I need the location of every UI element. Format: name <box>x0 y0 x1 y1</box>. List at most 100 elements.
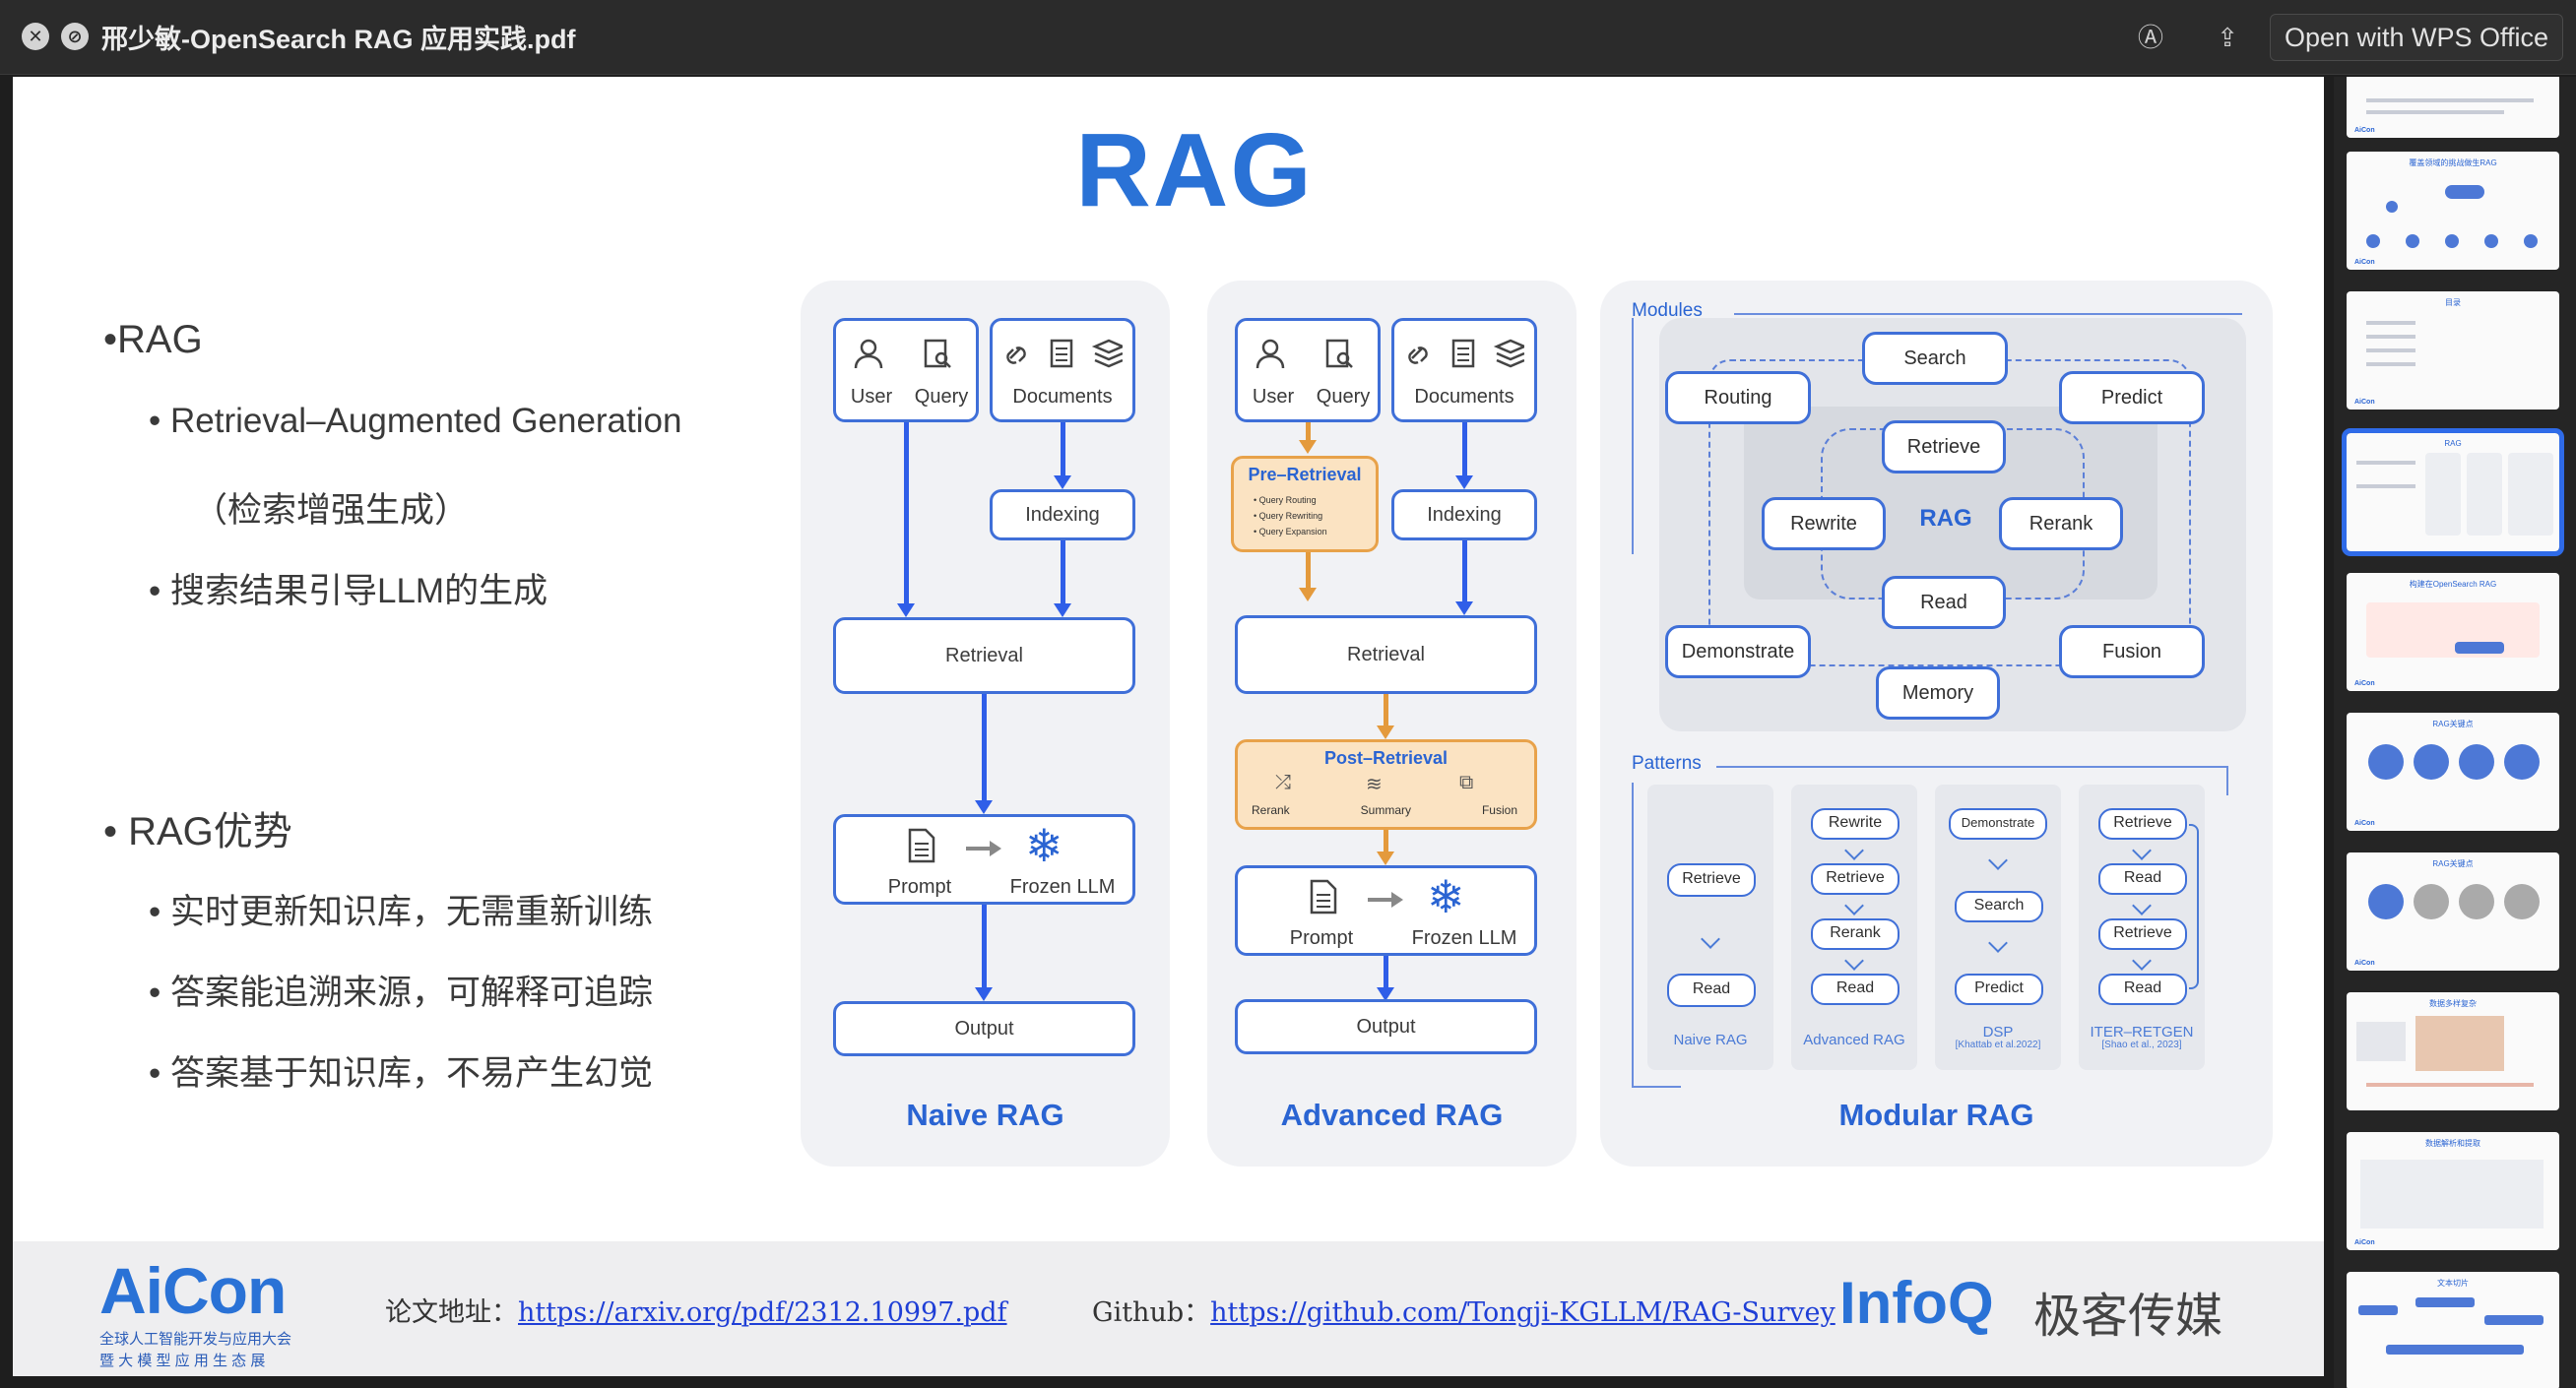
post-retrieval-label: Post–Retrieval <box>1323 748 1449 768</box>
thumbnail-page-5[interactable]: 构建在OpenSearch RAG AiCon <box>2347 573 2559 691</box>
document-title: 邢少敏-OpenSearch RAG 应用实践.pdf <box>101 25 576 54</box>
aicon-sub1: 全球人工智能开发与应用大会 <box>99 1331 292 1348</box>
query-icon <box>1325 339 1353 368</box>
advanced-rag-panel: User Query Documents Pre–Retrieval • Que… <box>1207 281 1577 1167</box>
pre-item-routing: • Query Routing <box>1254 495 1317 505</box>
pattern-iter-caption: ITER–RETGEN <box>2090 1024 2194 1041</box>
frozen-llm-label: Frozen LLM <box>1009 876 1116 898</box>
naive-documents-box: Documents <box>990 318 1135 422</box>
thumbnail-page-2[interactable]: 覆盖领域的挑战做生RAG AiCon <box>2347 152 2559 270</box>
thumbnail-page-10[interactable]: 文本切片 <box>2347 1272 2559 1388</box>
advanced-user-query-box: User Query <box>1235 318 1381 422</box>
naive-user-query-box: User Query <box>833 318 979 422</box>
iter-loop-arrow <box>2189 824 2199 989</box>
naive-rag-panel: User Query Documents Indexing Retrieval … <box>801 281 1170 1167</box>
module-read: Read <box>1882 576 2006 629</box>
advanced-output-box: Output <box>1235 999 1537 1054</box>
pattern-naive-caption: Naive RAG <box>1673 1032 1748 1048</box>
query-label: Query <box>1316 386 1371 408</box>
thumbnail-page-8[interactable]: 数据多样复杂 <box>2347 992 2559 1110</box>
pattern-iter-retrieve-2: Retrieve <box>2098 918 2187 950</box>
pattern-adv-read: Read <box>1811 974 1900 1005</box>
github-link[interactable]: https://github.com/Tongji-KGLLM/RAG-Surv… <box>1210 1297 1835 1328</box>
advanced-documents-box: Documents <box>1391 318 1537 422</box>
module-memory: Memory <box>1876 666 2000 720</box>
pattern-adv-rerank: Rerank <box>1811 918 1900 950</box>
frozen-llm-label: Frozen LLM <box>1411 927 1517 949</box>
pattern-iter-retrieve-1: Retrieve <box>2098 808 2187 840</box>
advanced-rag-title: Advanced RAG <box>1280 1098 1504 1132</box>
close-window-icon[interactable]: ✕ <box>22 23 49 50</box>
prompt-label: Prompt <box>887 876 952 898</box>
rerank-shuffle-icon: ⤮ <box>1275 772 1291 793</box>
pattern-dsp-citation: [Khattab et al.2022] <box>1955 1040 2041 1050</box>
post-item-fusion: Fusion <box>1481 803 1517 817</box>
pattern-iter-retgen: Retrieve Read Retrieve Read ITER–RETGEN … <box>2079 785 2205 1070</box>
aicon-sub2: 暨 大 模 型 应 用 生 态 展 <box>99 1353 266 1369</box>
modular-rag-title: Modular RAG <box>1838 1098 2034 1132</box>
bullet-rag-chinese: （检索增强生成） <box>193 491 470 530</box>
pre-retrieval-box: Pre–Retrieval • Query Routing • Query Re… <box>1231 456 1379 552</box>
user-label: User <box>850 386 893 408</box>
documents-label: Documents <box>1414 386 1514 408</box>
slide-title: RAG <box>1075 112 1314 228</box>
modules-label: Modules <box>1632 300 1703 321</box>
bullet-search-guides: • 搜索结果引导LLM的生成 <box>149 572 548 610</box>
advanced-prompt-llm-box: ❄ Prompt Frozen LLM <box>1235 865 1537 956</box>
pattern-dsp-caption: DSP <box>1982 1024 2014 1041</box>
paper-link[interactable]: https://arxiv.org/pdf/2312.10997.pdf <box>518 1297 1007 1328</box>
aicon-logo: AiCon <box>99 1254 287 1327</box>
hide-window-icon[interactable]: ⊘ <box>61 23 89 50</box>
markup-pen-icon[interactable]: Ⓐ <box>2137 23 2163 52</box>
module-rewrite: Rewrite <box>1762 497 1886 550</box>
module-routing: Routing <box>1665 371 1811 424</box>
post-item-summary: Summary <box>1360 803 1411 817</box>
user-icon <box>1256 339 1285 369</box>
naive-retrieval-box: Retrieval <box>833 617 1135 694</box>
thumbnail-page-3[interactable]: 目录 AiCon <box>2347 291 2559 410</box>
thumbnail-page-7[interactable]: RAG关键点 AiCon <box>2347 852 2559 971</box>
advanced-indexing-box: Indexing <box>1391 489 1537 540</box>
frozen-snowflake-icon: ❄ <box>1427 871 1465 922</box>
module-demonstrate: Demonstrate <box>1665 625 1811 678</box>
page-thumbnail-sidebar[interactable]: AiCon 覆盖领域的挑战做生RAG AiCon 目录 AiCon RAG 构建… <box>2334 77 2576 1388</box>
thumbnail-page-9[interactable]: 数据解析和提取 AiCon <box>2347 1132 2559 1250</box>
github-label: Github： <box>1092 1297 1211 1328</box>
pattern-advanced-caption: Advanced RAG <box>1803 1032 1905 1048</box>
pre-item-expansion: • Query Expansion <box>1254 527 1327 536</box>
module-retrieve: Retrieve <box>1882 420 2006 473</box>
thumbnail-page-4-selected[interactable]: RAG <box>2342 428 2564 556</box>
open-with-wps-button[interactable]: Open with WPS Office <box>2270 14 2563 61</box>
paper-label: 论文地址： <box>385 1297 518 1328</box>
slide-footer: AiCon 全球人工智能开发与应用大会 暨 大 模 型 应 用 生 态 展 论文… <box>13 1241 2324 1376</box>
user-icon <box>854 339 883 369</box>
bullet-advantage-1: • 实时更新知识库，无需重新训练 <box>149 893 653 931</box>
pattern-dsp-predict: Predict <box>1955 974 2043 1005</box>
post-item-rerank: Rerank <box>1252 803 1290 817</box>
advanced-retrieval-box: Retrieval <box>1235 615 1537 694</box>
module-predict: Predict <box>2059 371 2205 424</box>
pattern-iter-read-2: Read <box>2098 974 2187 1005</box>
geek-media-logo: 极客传媒 <box>2033 1291 2223 1343</box>
thumbnail-page-6[interactable]: RAG关键点 AiCon <box>2347 713 2559 831</box>
fusion-stack-icon: ⧉ <box>1459 772 1474 793</box>
naive-prompt-llm-box: ❄ Prompt Frozen LLM <box>833 814 1135 905</box>
pattern-iter-citation: [Shao et al., 2023] <box>2101 1040 2182 1050</box>
thumbnail-page-1[interactable]: AiCon <box>2347 77 2559 138</box>
prompt-to-llm-arrow <box>1368 898 1393 902</box>
documents-label: Documents <box>1012 386 1113 408</box>
module-rag-center: RAG <box>1919 505 1972 532</box>
pattern-naive-retrieve: Retrieve <box>1667 863 1756 897</box>
naive-output-box: Output <box>833 1001 1135 1056</box>
frozen-snowflake-icon: ❄ <box>1025 820 1063 871</box>
share-icon[interactable]: ⇪ <box>2217 23 2238 52</box>
pattern-iter-read-1: Read <box>2098 863 2187 895</box>
prompt-to-llm-arrow <box>966 847 992 851</box>
prompt-label: Prompt <box>1289 927 1354 949</box>
window-title-bar: ✕ ⊘ 邢少敏-OpenSearch RAG 应用实践.pdf Ⓐ ⇪ Open… <box>0 0 2576 75</box>
pre-retrieval-label: Pre–Retrieval <box>1248 465 1362 484</box>
module-search: Search <box>1862 332 2008 385</box>
bullet-advantages-heading: • RAG优势 <box>103 810 292 853</box>
modular-rag-panel: Modules Search Routing Predict Retrieve … <box>1600 281 2273 1167</box>
query-label: Query <box>914 386 969 408</box>
